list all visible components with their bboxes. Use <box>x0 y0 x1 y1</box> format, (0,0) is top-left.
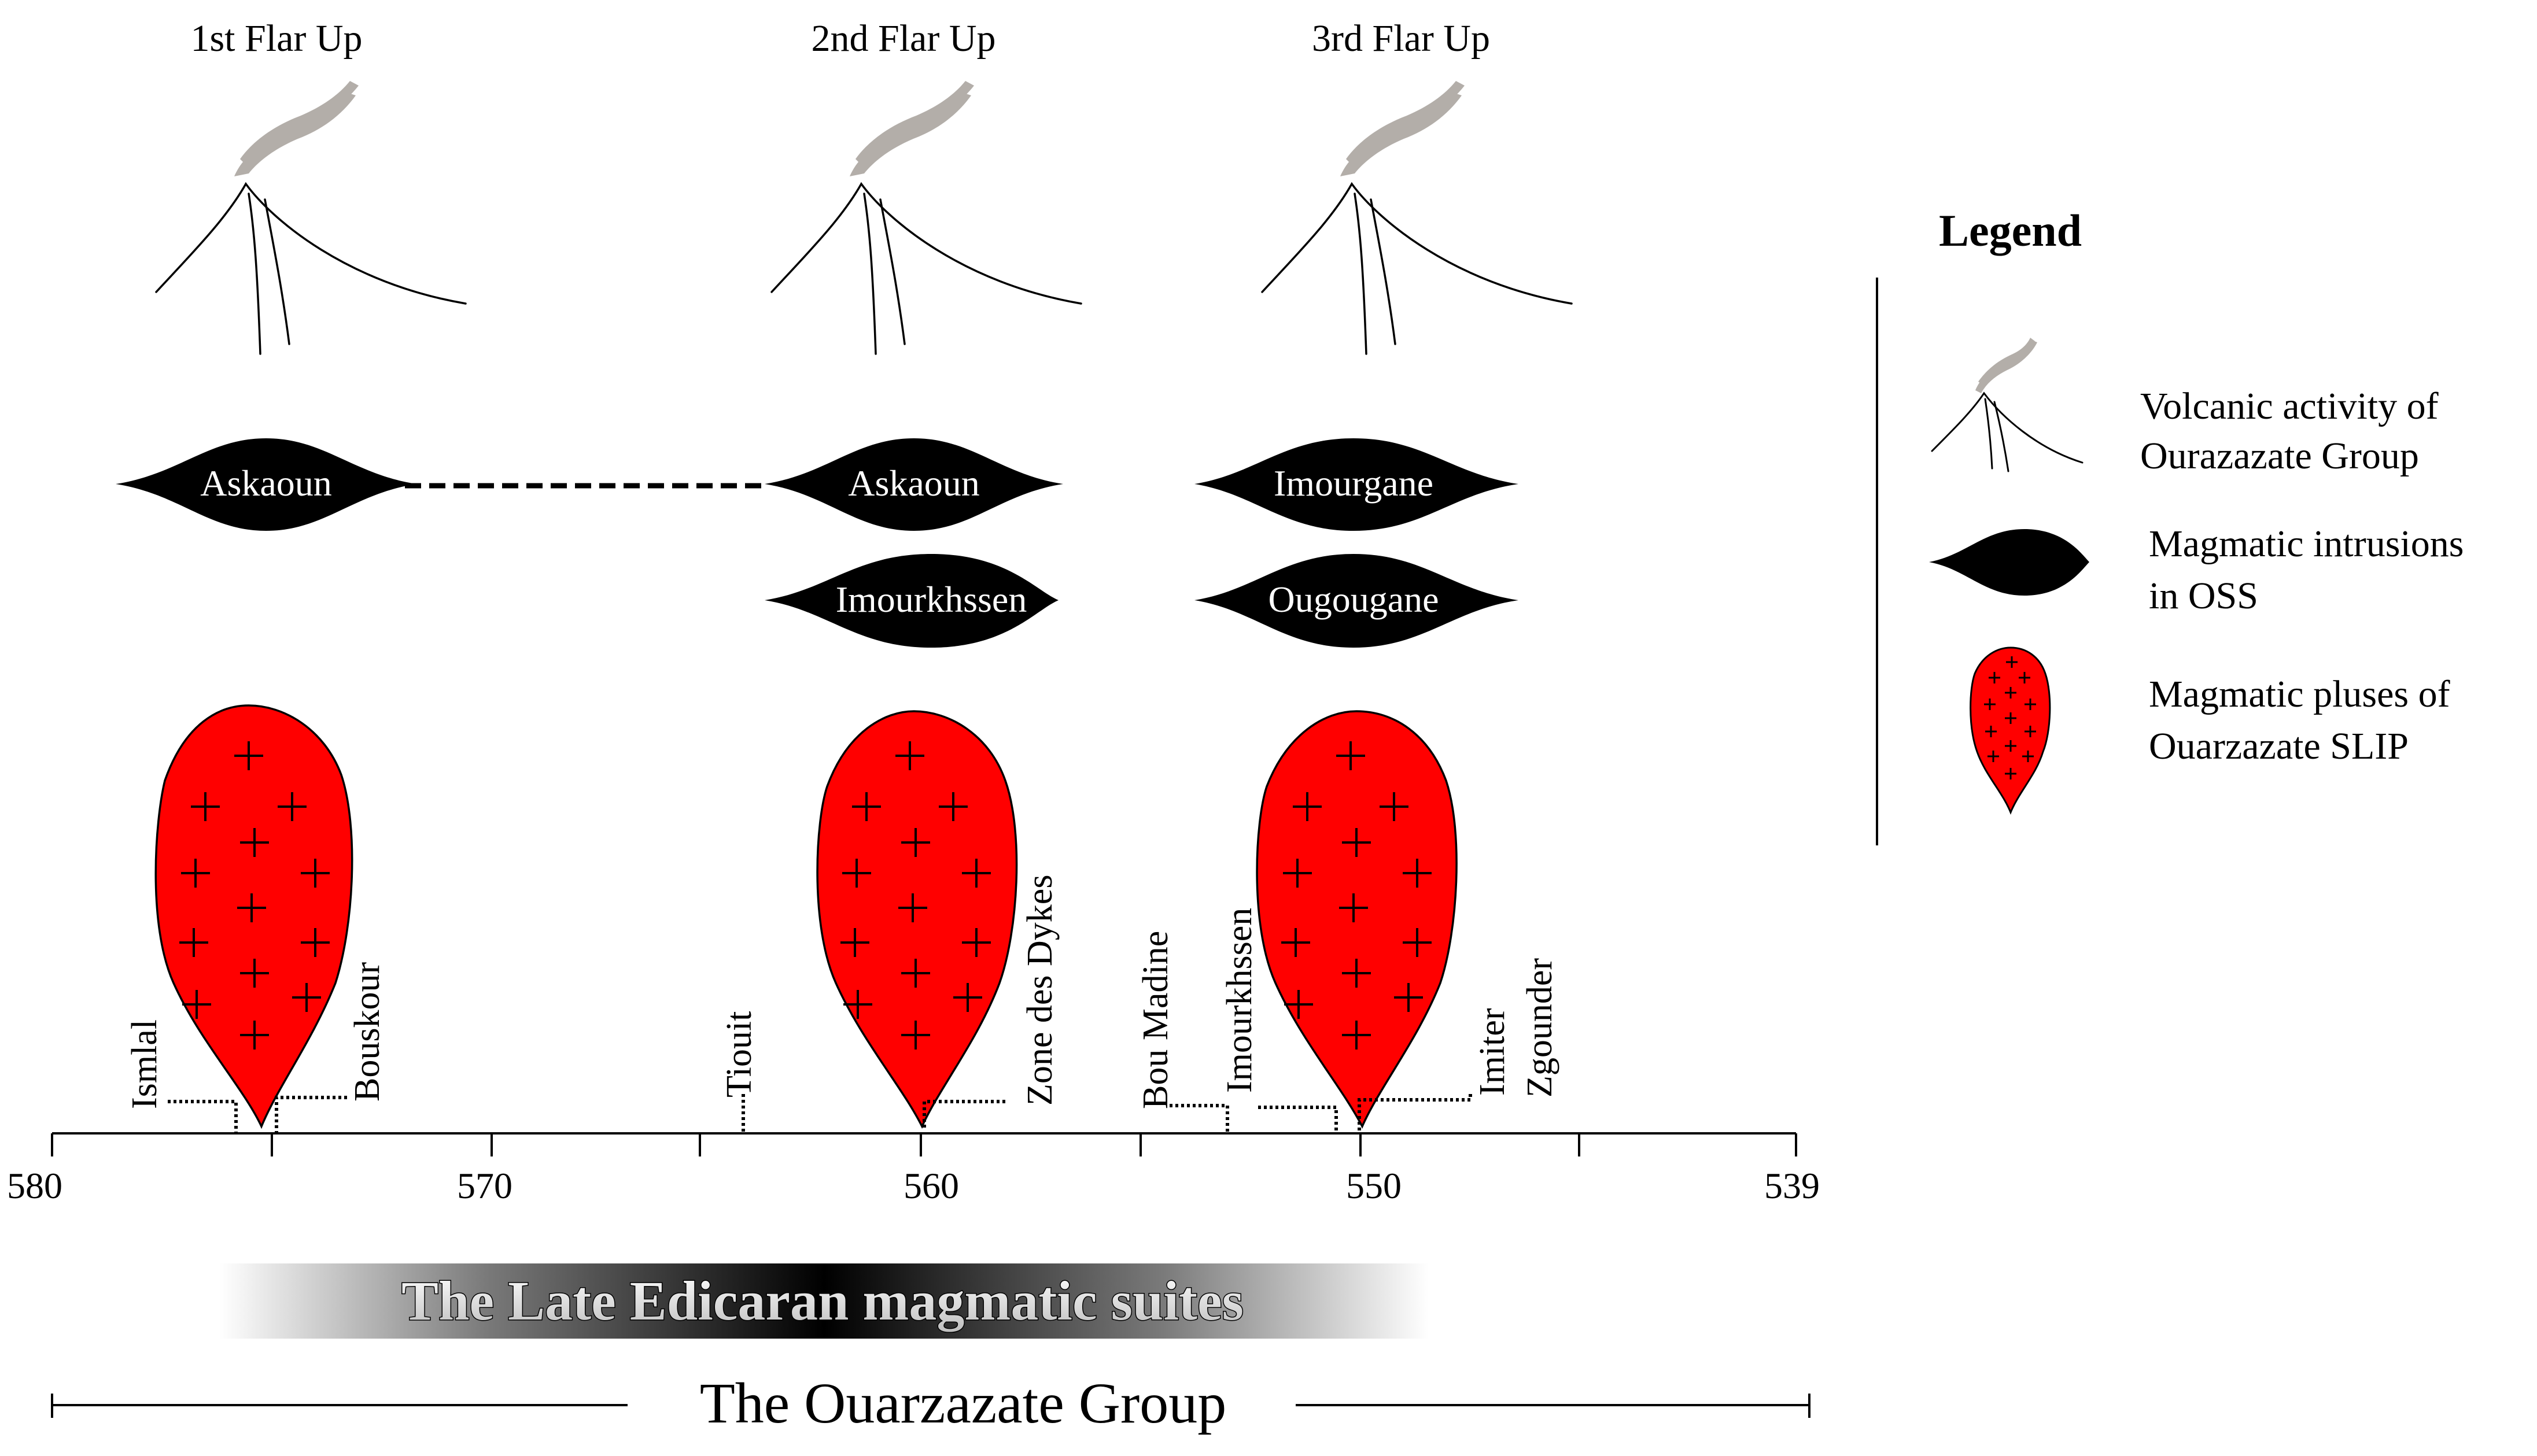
intrusion-lens <box>1194 554 1518 648</box>
axis-tick-labels: 580 570 560 550 539 <box>7 1165 1820 1206</box>
smoke-plume-icon <box>1340 81 1465 176</box>
axis-ticks <box>51 1133 1797 1156</box>
group-span <box>51 1394 1810 1418</box>
legend-item-text: Ourazazate Group <box>2140 435 2419 477</box>
flare-up-title: 1st Flar Up <box>191 17 363 60</box>
flare-up-title: 3rd Flar Up <box>1312 17 1490 60</box>
axis-tick-label: 539 <box>1764 1165 1820 1206</box>
legend-intrusion-icon <box>1929 529 2089 596</box>
legend-item-text: Ouarzazate SLIP <box>2149 725 2409 767</box>
axis-tick-label: 560 <box>904 1165 959 1206</box>
pulse-crosses <box>179 741 1432 1049</box>
locality-label: Imourkhssen <box>1220 908 1259 1093</box>
legend-volcano-icon <box>1931 338 2084 472</box>
locality-label: Zone des Dykes <box>1020 875 1060 1106</box>
locality-markers <box>168 1094 1472 1133</box>
intrusion-label: Askaoun <box>848 463 980 504</box>
locality-label: Bou Madine <box>1136 931 1175 1109</box>
locality-label: Tiouit <box>720 1011 759 1097</box>
magmatic-pulse <box>816 710 1018 1129</box>
locality-label: Bouskour <box>348 962 387 1102</box>
intrusion-label: Imourkhssen <box>836 579 1027 620</box>
volcano-icons <box>155 81 1573 355</box>
legend-item-text: in OSS <box>2149 575 2258 617</box>
volcano-icon <box>155 81 467 355</box>
intrusions: Askaoun Askaoun Imourkhssen Imourgane Ou… <box>116 438 1518 648</box>
locality-label: Imiter <box>1473 1008 1512 1096</box>
intrusion-lens <box>765 438 1063 531</box>
intrusion-label: Ougougane <box>1268 579 1439 620</box>
flare-up-title: 2nd Flar Up <box>812 17 996 60</box>
intrusion-lens <box>765 554 1059 648</box>
locality-labels: Ismlal Bouskour Tiouit Zone des Dykes Bo… <box>125 875 1559 1109</box>
locality-label: Zgounder <box>1520 958 1559 1097</box>
magmatic-pulse <box>1256 710 1458 1129</box>
group-label: The Ouarzazate Group <box>700 1371 1227 1435</box>
legend-pulse-icon <box>1970 646 2051 815</box>
smoke-plume-icon <box>234 81 359 176</box>
smoke-plume-icon <box>850 81 974 176</box>
intrusion-lens <box>116 438 416 531</box>
legend-item-text: Volcanic activity of <box>2140 385 2439 427</box>
axis-tick-label: 570 <box>457 1165 512 1206</box>
volcano-icon <box>1261 81 1573 355</box>
axis-tick-label: 580 <box>7 1165 62 1206</box>
legend-title: Legend <box>1939 205 2082 256</box>
magmatic-pulse <box>154 704 353 1129</box>
time-axis <box>51 1132 1797 1156</box>
suite-banner: The Late Edicaran magmatic suites <box>220 1263 1429 1339</box>
suite-banner-bar <box>220 1263 1429 1339</box>
suite-banner-text: The Late Edicaran magmatic suites <box>401 1270 1244 1332</box>
intrusion-label: Imourgane <box>1274 463 1433 504</box>
legend: Legend Volcanic activity of Ourazazate G… <box>1876 205 2464 845</box>
intrusion-lens <box>1194 438 1518 531</box>
legend-item-text: Magmatic intrusions <box>2149 523 2464 565</box>
flare-up-titles: 1st Flar Up 2nd Flar Up 3rd Flar Up <box>191 17 1490 60</box>
volcano-icon <box>770 81 1082 355</box>
locality-label: Ismlal <box>125 1019 164 1109</box>
intrusion-label: Askaoun <box>200 463 332 504</box>
legend-pulse-crosses <box>1984 656 2036 779</box>
legend-item-text: Magmatic pluses of <box>2149 673 2450 715</box>
axis-tick-label: 550 <box>1346 1165 1402 1206</box>
